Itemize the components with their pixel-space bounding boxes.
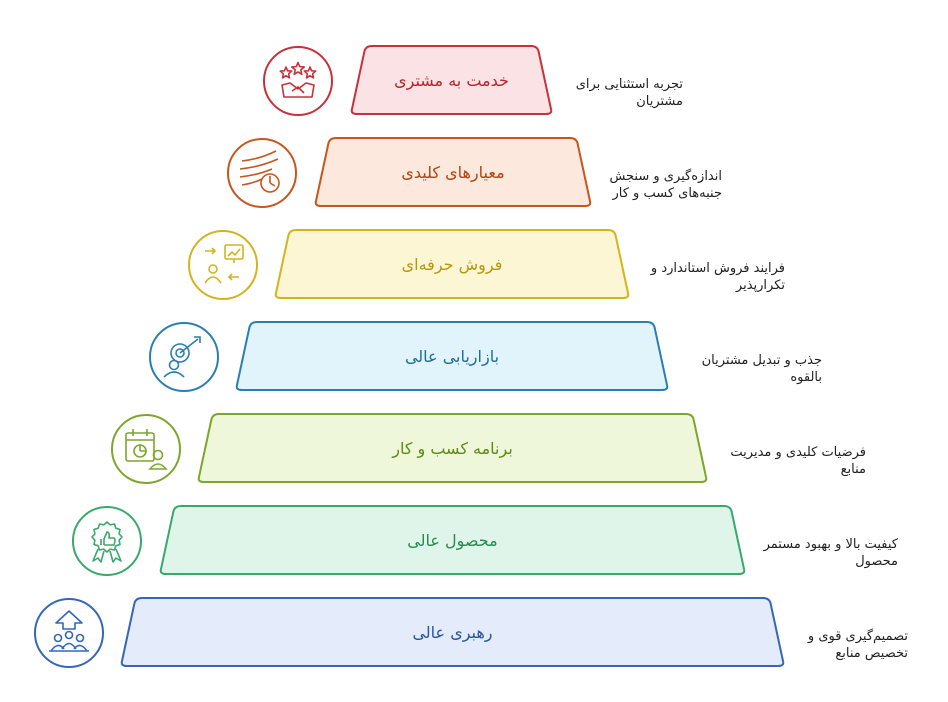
tier-description-line-1: اندازه‌گیری و سنجش (609, 169, 722, 184)
tier-description-line-2: منابع (840, 462, 866, 477)
tier-label: برنامه کسب و کار (391, 439, 513, 459)
pyramid-tier-7: رهبری عالی (120, 597, 785, 667)
sales-presentation-icon (188, 230, 258, 300)
tier-description: فرضیات کلیدی و مدیریت منابع (730, 444, 866, 478)
tier-label: بازاریابی عالی (405, 347, 499, 367)
tier-description-line-2: مشتریان (636, 94, 683, 109)
tier-shape (235, 321, 669, 391)
tier-description-line-1: تصمیم‌گیری قوی و (807, 629, 908, 644)
tier-shape (314, 137, 592, 207)
business-plan-calendar-icon (111, 414, 181, 484)
tier-description-line-1: جذب و تبدیل مشتریان (701, 353, 822, 368)
quality-badge-icon (72, 506, 142, 576)
tier-description-line-2: تکرارپذیر (735, 278, 785, 293)
tier-label: خدمت به مشتری (394, 71, 509, 91)
tier-description-line-2: تخصیص منابع (835, 646, 908, 661)
pyramid-tier-1: خدمت به مشتری (350, 45, 553, 115)
tier-label: محصول عالی (407, 531, 497, 551)
tier-description: تصمیم‌گیری قوی و تخصیص منابع (808, 628, 908, 662)
leadership-team-icon (34, 598, 104, 668)
pyramid-tier-4: بازاریابی عالی (235, 321, 669, 391)
tier-description-line-1: فرایند فروش استاندارد و (650, 261, 785, 276)
tier-description: کیفیت بالا و بهبود مستمر محصول (764, 536, 898, 570)
tier-shape (350, 45, 553, 115)
pyramid-tier-6: محصول عالی (159, 505, 746, 575)
tier-description-line-1: فرضیات کلیدی و مدیریت (730, 445, 866, 460)
tier-label: فروش حرفه‌ای (402, 255, 503, 275)
tier-description: جذب و تبدیل مشتریان بالقوه (702, 352, 822, 386)
customer-service-stars-icon (263, 46, 333, 116)
tier-label: رهبری عالی (412, 623, 492, 643)
marketing-target-icon (149, 322, 219, 392)
pyramid-tier-2: معیارهای کلیدی (314, 137, 592, 207)
tier-shape (274, 229, 630, 299)
tier-description: اندازه‌گیری و سنجش جنبه‌های کسب و کار (609, 168, 722, 202)
tier-shape (120, 597, 785, 667)
tier-description-line-1: کیفیت بالا و بهبود مستمر (763, 537, 898, 552)
pyramid-tier-5: برنامه کسب و کار (197, 413, 708, 483)
tier-description-line-2: محصول (855, 554, 898, 569)
tier-description-line-2: بالقوه (790, 370, 822, 385)
tier-label: معیارهای کلیدی (401, 163, 504, 183)
tier-shape (159, 505, 746, 575)
metrics-gauge-icon (227, 138, 297, 208)
tier-description-line-2: جنبه‌های کسب و کار (612, 186, 723, 201)
pyramid-tier-3: فروش حرفه‌ای (274, 229, 630, 299)
tier-shape (197, 413, 708, 483)
tier-description: تجربه استثنایی برای مشتریان (576, 76, 683, 110)
tier-description-line-1: تجربه استثنایی برای (575, 77, 683, 92)
tier-description: فرایند فروش استاندارد و تکرارپذیر (651, 260, 785, 294)
